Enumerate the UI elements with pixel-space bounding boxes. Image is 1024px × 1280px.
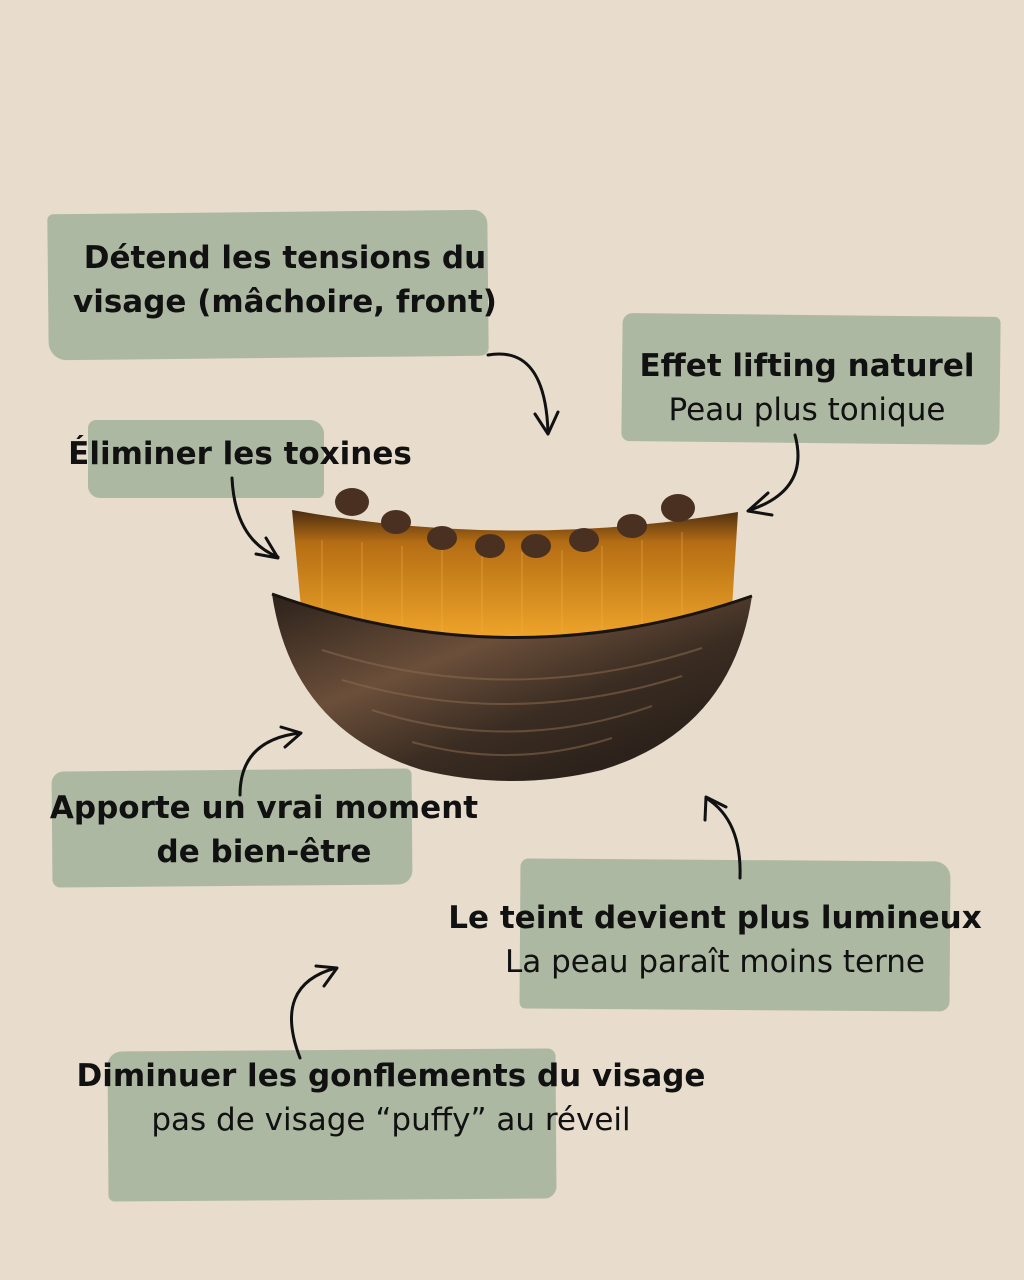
curved-arrow-icon [486, 352, 560, 436]
label-toxines: Éliminer les toxines [40, 432, 440, 476]
label-gonflements-title: Diminuer les gonflements du visage [76, 1058, 706, 1094]
label-moment-line2: de bien-être [156, 834, 372, 871]
label-teint-sub: La peau paraît moins terne [505, 944, 925, 981]
label-tensions-line2: visage (mâchoire, front) [73, 284, 497, 321]
label-moment: Apporte un vrai moment de bien-être [14, 786, 514, 874]
label-lifting: Effet lifting naturel Peau plus tonique [612, 344, 1002, 432]
label-teint: Le teint devient plus lumineux La peau p… [430, 896, 1000, 984]
curved-arrow-icon [230, 476, 280, 560]
swatch-toxines [88, 420, 324, 498]
label-tensions-line1: Détend les tensions du [83, 240, 487, 276]
curved-arrow-icon [746, 433, 800, 517]
curved-arrow-icon [238, 725, 303, 797]
label-teint-title: Le teint devient plus lumineux [448, 900, 982, 936]
label-toxines-title: Éliminer les toxines [68, 436, 412, 472]
curved-arrow-icon [703, 795, 742, 880]
label-gonflements: Diminuer les gonflements du visage pas d… [26, 1054, 756, 1142]
label-tensions: Détend les tensions du visage (mâchoire,… [40, 236, 530, 324]
label-gonflements-sub: pas de visage “puffy” au réveil [151, 1102, 631, 1139]
facial-brush-image [271, 488, 753, 781]
curved-arrow-icon [290, 964, 339, 1060]
label-moment-line1: Apporte un vrai moment [49, 790, 479, 826]
label-lifting-title: Effet lifting naturel [639, 348, 975, 384]
label-lifting-sub: Peau plus tonique [668, 392, 946, 429]
